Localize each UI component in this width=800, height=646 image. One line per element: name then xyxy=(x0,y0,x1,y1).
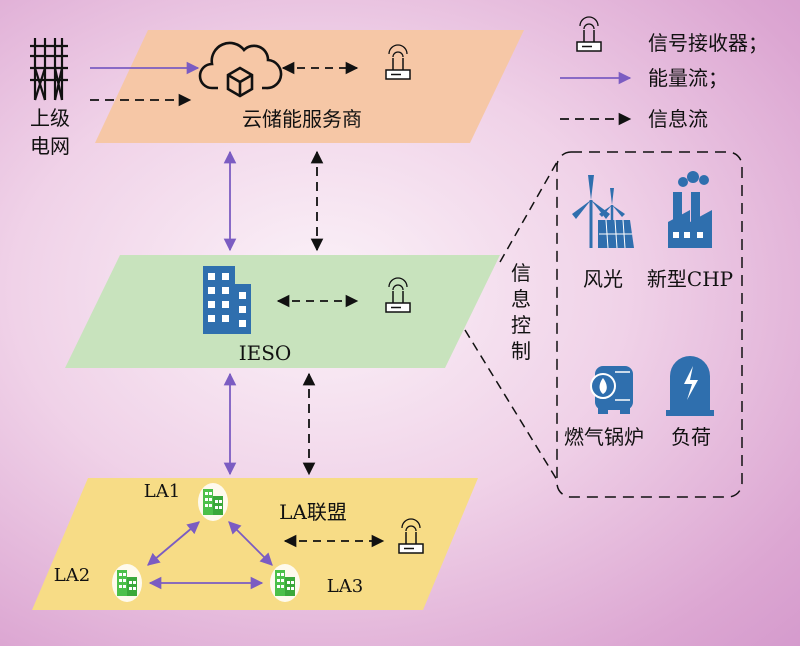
la1-la3-energy-arrow xyxy=(228,521,273,566)
transmission-tower-icon xyxy=(30,38,68,101)
ieso-building-icon xyxy=(203,266,251,334)
ieso-label: IESO xyxy=(239,341,292,365)
legend-energy-label: 能量流； xyxy=(648,66,728,90)
la1-building-icon xyxy=(198,483,228,521)
la-alliance-label: LA联盟 xyxy=(279,500,347,524)
la1-la2-energy-arrow xyxy=(147,521,200,566)
chp-factory-icon xyxy=(668,171,712,248)
la2-building-icon xyxy=(112,564,142,602)
la3-label: LA3 xyxy=(327,576,363,597)
info-control-char-4: 制 xyxy=(511,339,531,363)
legend-signal-receiver-icon xyxy=(576,16,602,52)
info-control-connector-top xyxy=(499,161,558,263)
load-label: 负荷 xyxy=(671,425,711,449)
gas-boiler-label: 燃气锅炉 xyxy=(564,425,644,449)
wind-pv-label: 风光 xyxy=(583,267,623,291)
cloud-storage-icon xyxy=(198,41,283,98)
grid-label-line1: 上级 xyxy=(30,106,70,130)
chp-label: 新型CHP xyxy=(647,267,733,291)
info-control-char-3: 控 xyxy=(511,313,531,337)
gas-boiler-icon xyxy=(590,366,633,414)
wind-pv-icon xyxy=(572,175,634,249)
legend-info-label: 信息流 xyxy=(648,107,708,131)
info-control-char-1: 信 xyxy=(511,261,531,285)
load-icon xyxy=(666,356,714,416)
la1-label: LA1 xyxy=(144,481,180,502)
la2-label: LA2 xyxy=(54,565,90,586)
grid-label-line2: 电网 xyxy=(30,134,70,158)
la3-building-icon xyxy=(270,564,300,602)
top-layer-plane xyxy=(95,30,524,143)
info-control-char-2: 息 xyxy=(511,287,531,311)
middle-layer-plane xyxy=(65,255,500,368)
legend-signal-receiver-label: 信号接收器； xyxy=(648,31,768,55)
devices-dashed-box xyxy=(556,151,743,498)
cloud-provider-label: 云储能服务商 xyxy=(242,107,362,131)
